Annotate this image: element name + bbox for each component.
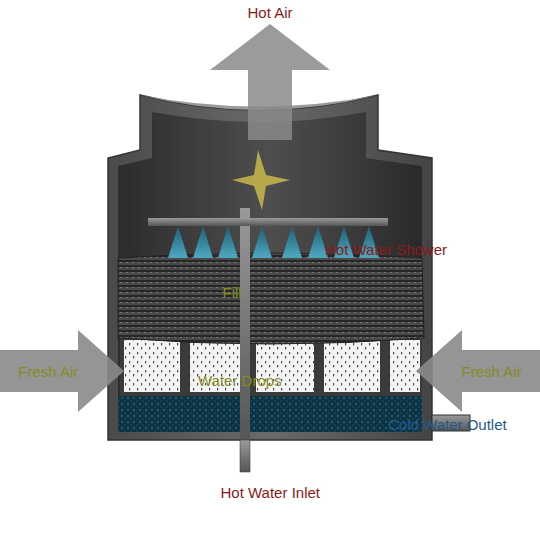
hot-air-arrow	[210, 24, 330, 140]
spray-header	[148, 218, 388, 226]
nozzle	[168, 226, 188, 258]
water-basin	[118, 396, 422, 432]
arrow-body	[416, 330, 540, 412]
flow-label: Hot Air	[248, 4, 293, 22]
water-drops-panel	[390, 340, 420, 392]
nozzle	[282, 226, 302, 258]
air-inlet-arrow: Fresh Air	[0, 330, 124, 412]
drop-zone-frame	[120, 336, 422, 396]
air-inlet-arrow: Fresh Air	[416, 330, 540, 412]
arrow-label: Fresh Air	[443, 330, 540, 412]
nozzle	[193, 226, 213, 258]
part-label: Fill	[223, 284, 242, 302]
arrow-body	[0, 330, 124, 412]
nozzle	[218, 226, 238, 258]
arrow-label: Fresh Air	[0, 330, 97, 412]
nozzle	[252, 226, 272, 258]
water-drops-panel	[324, 340, 380, 392]
water-drops-panel	[124, 340, 180, 392]
riser-pipe	[240, 208, 250, 440]
tower-shell	[108, 95, 432, 440]
hot-air-glow	[232, 150, 290, 210]
part-label: Hot Water Shower	[325, 241, 447, 259]
part-label: Water Drops	[198, 372, 282, 390]
fill-media	[118, 253, 424, 344]
hot-water-inlet-pipe	[240, 440, 250, 472]
flow-label: Cold Water Outlet	[388, 416, 507, 434]
flow-label: Hot Water Inlet	[221, 484, 320, 502]
